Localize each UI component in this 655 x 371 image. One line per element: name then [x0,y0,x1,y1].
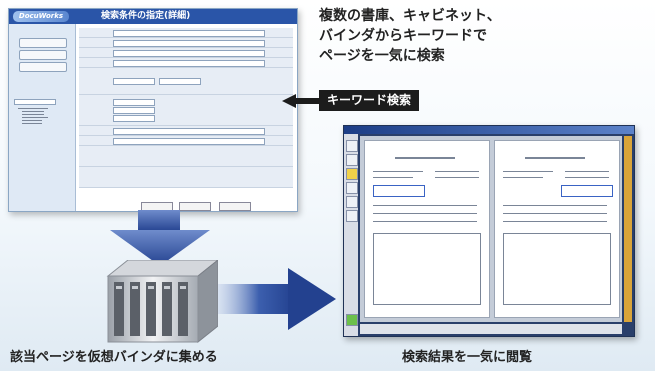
clear-button[interactable] [179,202,211,211]
page-table [373,233,481,305]
form-row [79,58,293,68]
page-table [503,233,611,305]
date-field[interactable] [159,78,201,85]
search-screen-sidebar [9,24,76,211]
arrow-down-icon [110,210,210,266]
keyword-field[interactable] [113,128,265,135]
search-screen-title: 検索条件の指定(詳細) [101,11,191,21]
folder-tree [14,99,72,126]
viewer-titlebar [344,126,634,134]
text-field[interactable] [113,138,265,145]
form-row [79,28,293,38]
form-row-stamp [79,95,293,126]
form-row-date [79,68,293,95]
page-title-line [525,157,585,159]
tool-button[interactable] [346,210,358,222]
headline-line: ページを一気に検索 [319,48,445,64]
sidebar-button[interactable] [19,50,67,60]
tool-button[interactable] [346,168,358,180]
text-field[interactable] [113,40,265,47]
text-field[interactable] [113,99,155,106]
tree-node[interactable] [22,117,48,118]
arrow-right-icon [216,268,336,330]
text-field[interactable] [113,107,155,114]
headline-line: バインダからキーワードで [319,28,487,44]
form-row [79,126,293,136]
tree-select[interactable] [14,99,56,105]
text-field[interactable] [113,60,265,67]
highlight-box [373,185,425,197]
form-row-options [79,146,293,167]
form-row [79,136,293,146]
viewer-statusbar [360,324,622,334]
app-logo: DocuWorks [13,11,69,22]
text-field[interactable] [113,50,265,57]
tree-node[interactable] [22,114,44,115]
text-field[interactable] [113,115,155,122]
viewer-tab-strip [624,136,632,322]
document-page [364,140,490,318]
search-condition-screen: DocuWorks 検索条件の指定(詳細) [8,8,298,212]
tree-node[interactable] [22,123,42,124]
close-button[interactable] [219,202,251,211]
search-screen-header: DocuWorks 検索条件の指定(詳細) [9,9,297,24]
caption-collect: 該当ページを仮想バインダに集める [10,350,218,365]
tree-node[interactable] [22,120,42,121]
tree-node[interactable] [18,108,48,109]
document-page [494,140,620,318]
tool-button[interactable] [346,154,358,166]
server-icon [106,260,218,344]
text-field[interactable] [113,30,265,37]
date-field[interactable] [113,78,155,85]
tool-button[interactable] [346,196,358,208]
headline-line: 複数の書庫、キャビネット、 [319,8,501,24]
tool-button[interactable] [346,182,358,194]
viewer-window-icon [343,125,635,337]
form-row [79,48,293,58]
keyword-search-label: キーワード検索 [319,90,420,111]
form-row [79,38,293,48]
tool-button[interactable] [346,314,358,326]
form-row-options [79,167,293,188]
viewer-toolbar [344,134,358,336]
sidebar-button[interactable] [19,62,67,72]
tool-button[interactable] [346,140,358,152]
viewer-pages [360,136,622,322]
page-title-line [395,157,455,159]
tree-node[interactable] [22,111,44,112]
headline-text: 複数の書庫、キャビネット、 バインダからキーワードで ページを一気に検索 [319,6,559,66]
caption-browse: 検索結果を一気に閲覧 [402,350,533,365]
pointer-arrow-icon [282,94,322,108]
sidebar-button[interactable] [19,38,67,48]
highlight-box [561,185,613,197]
